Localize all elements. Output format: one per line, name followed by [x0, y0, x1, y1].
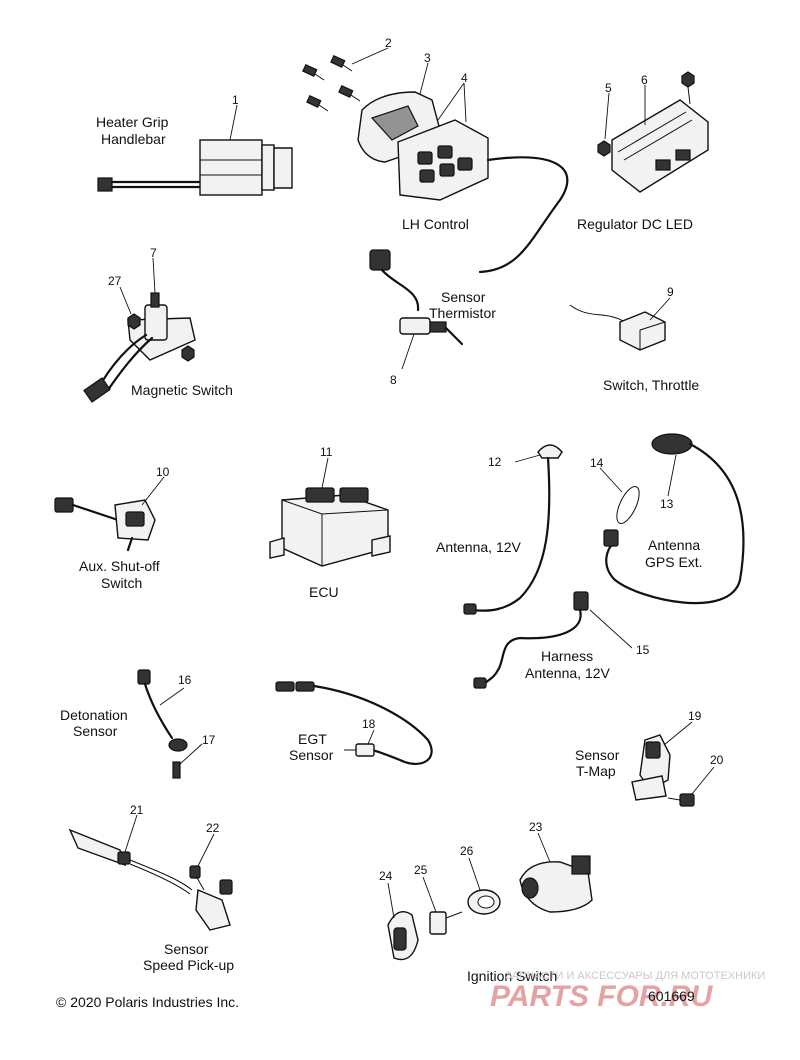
callout-17: 17 — [202, 733, 216, 747]
callout-20: 20 — [710, 753, 724, 767]
harness-label-line2: Antenna, 12V — [525, 665, 611, 681]
tmap-sensor-icon — [631, 721, 715, 807]
throttle-switch-label: Switch, Throttle — [603, 377, 699, 393]
detonation-sensor-icon — [137, 669, 203, 779]
callout-22: 22 — [206, 821, 220, 835]
aux-switch-icon — [54, 476, 165, 552]
ecu-label: ECU — [309, 584, 339, 600]
throttle-switch-icon — [569, 297, 671, 351]
callout-14: 14 — [590, 456, 604, 470]
detonation-label-line2: Sensor — [73, 723, 118, 739]
callout-19: 19 — [688, 709, 702, 723]
thermistor-label-line2: Thermistor — [429, 305, 496, 321]
aux-switch-label-line1: Aux. Shut-off — [79, 558, 160, 574]
antenna-label: Antenna, 12V — [436, 539, 522, 555]
harness-label-line1: Harness — [541, 648, 593, 664]
callout-12: 12 — [488, 455, 502, 469]
callout-18: 18 — [362, 717, 376, 731]
callout-11: 11 — [320, 445, 333, 459]
antenna-icon — [463, 444, 563, 615]
callout-27: 27 — [108, 274, 122, 288]
figure-number: 601669 — [648, 988, 695, 1004]
callout-23: 23 — [529, 820, 543, 834]
ecu-icon — [269, 457, 391, 567]
tmap-label-line2: T-Map — [576, 763, 616, 779]
tmap-label-line1: Sensor — [575, 747, 620, 763]
gps-antenna-label-line1: Antenna — [648, 537, 700, 553]
magnetic-switch-icon — [83, 257, 196, 403]
gps-antenna-icon — [599, 433, 745, 605]
regulator-icon — [597, 71, 709, 193]
gps-antenna-label-line2: GPS Ext. — [645, 554, 703, 570]
callout-5: 5 — [605, 81, 612, 95]
heater-grip-label-line2: Handlebar — [101, 131, 166, 147]
copyright: © 2020 Polaris Industries Inc. — [56, 994, 239, 1010]
egt-label-line1: EGT — [298, 731, 327, 747]
watermark-tagline: ЗАПЧАСТИ И АКСЕССУАРЫ ДЛЯ МОТОТЕХНИКИ — [505, 970, 765, 982]
callout-4: 4 — [461, 71, 468, 85]
heater-grip-label-line1: Heater Grip — [96, 114, 169, 130]
callout-21: 21 — [130, 803, 144, 817]
callout-1: 1 — [232, 93, 239, 107]
magnetic-switch-label: Magnetic Switch — [131, 382, 233, 398]
harness-icon — [473, 591, 633, 689]
ignition-switch-icon — [387, 832, 593, 961]
callout-24: 24 — [379, 869, 393, 883]
callout-13: 13 — [660, 497, 674, 511]
speed-sensor-label-line1: Sensor — [164, 941, 209, 957]
detonation-label-line1: Detonation — [60, 707, 128, 723]
callout-26: 26 — [460, 844, 474, 858]
aux-switch-label-line2: Switch — [101, 575, 142, 591]
watermark-brand: PARTS FOR.RU — [490, 980, 714, 1013]
speed-sensor-label-line2: Speed Pick-up — [143, 957, 234, 973]
thermistor-label-line1: Sensor — [441, 289, 486, 305]
callout-25: 25 — [414, 863, 428, 877]
callout-10: 10 — [156, 465, 170, 479]
callout-9: 9 — [667, 285, 674, 299]
callout-15: 15 — [636, 643, 650, 657]
callout-6: 6 — [641, 73, 648, 87]
callout-8: 8 — [390, 373, 397, 387]
callout-2: 2 — [385, 36, 392, 50]
regulator-label: Regulator DC LED — [577, 216, 693, 232]
callout-7: 7 — [150, 246, 157, 260]
ignition-switch-label: Ignition Switch — [467, 968, 557, 984]
egt-label-line2: Sensor — [289, 747, 334, 763]
speed-sensor-icon — [68, 814, 233, 931]
lh-control-label: LH Control — [402, 216, 469, 232]
egt-sensor-icon — [275, 681, 433, 765]
thermistor-icon — [369, 249, 464, 370]
callout-16: 16 — [178, 673, 192, 687]
lh-control-icon — [302, 47, 569, 274]
heater-grip-icon — [97, 104, 293, 196]
callout-3: 3 — [424, 51, 431, 65]
